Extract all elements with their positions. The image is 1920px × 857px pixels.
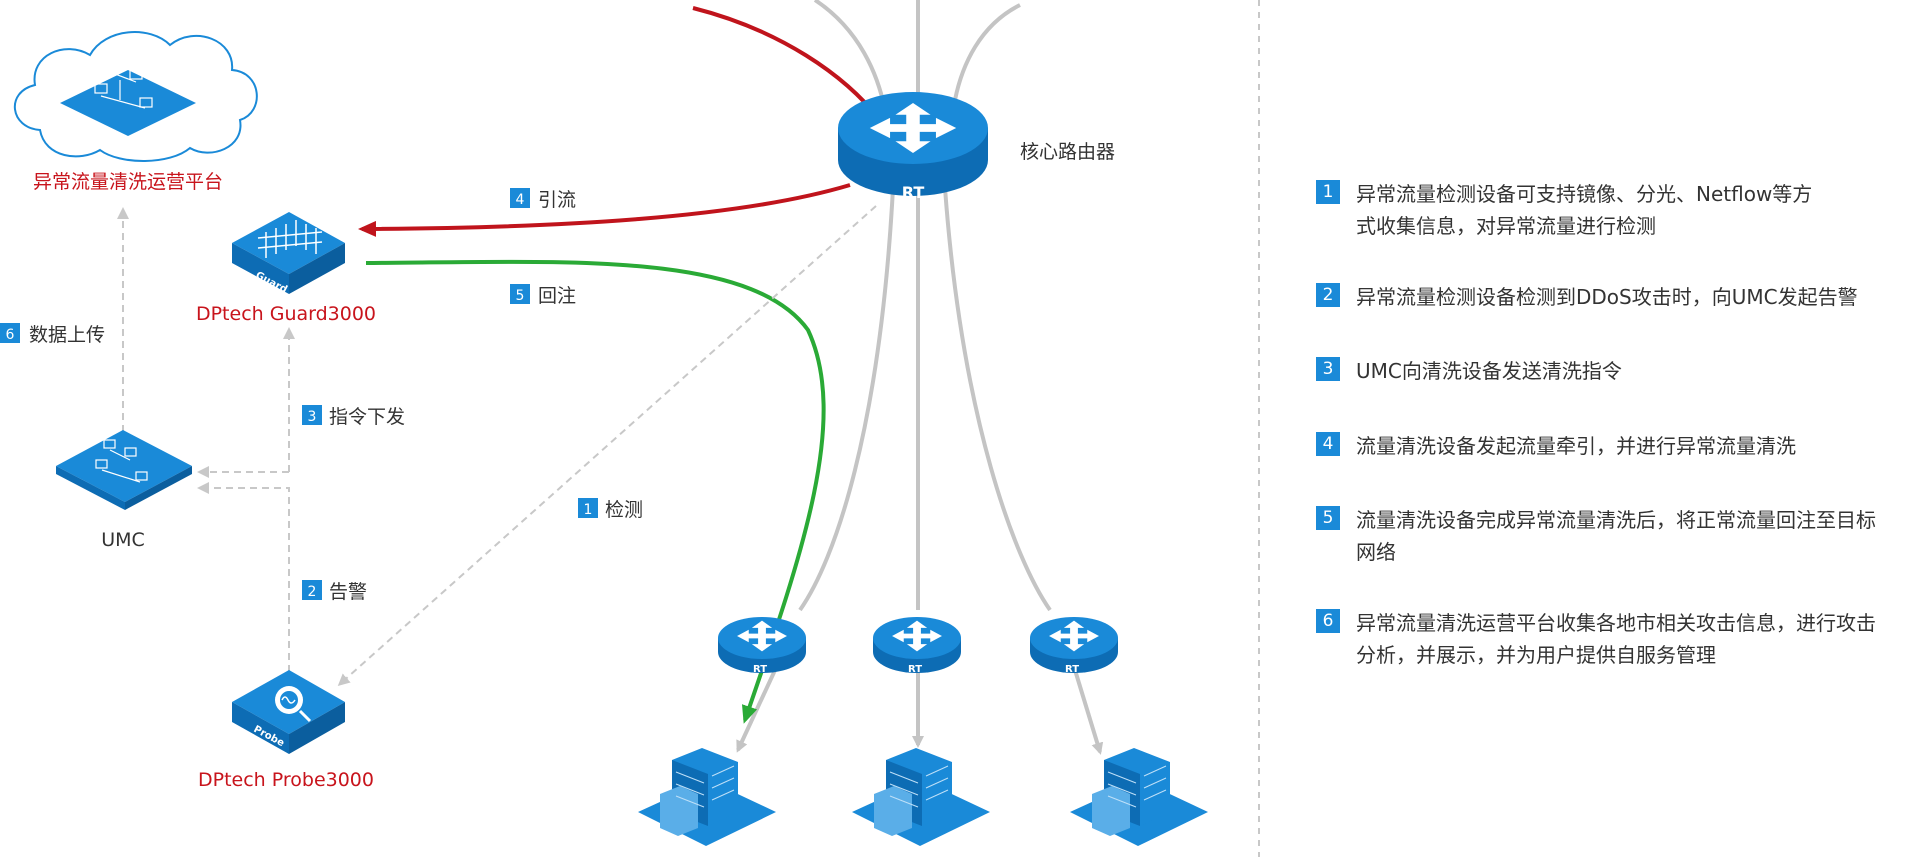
core-router-icon: RT <box>838 92 988 202</box>
core-router-rt-label: RT <box>902 183 925 202</box>
legend-number-3: 3 <box>1316 357 1340 381</box>
step-6-label: 数据上传 <box>29 324 105 346</box>
probe-label: DPtech Probe3000 <box>198 769 374 791</box>
umc-icon <box>56 430 192 510</box>
svg-text:1: 1 <box>584 502 593 518</box>
legend-number-4: 4 <box>1316 432 1340 456</box>
platform-label: 异常流量清洗运营平台 <box>33 171 223 193</box>
access-router-right-icon: RT <box>1030 617 1118 675</box>
detection-arrow <box>337 205 877 686</box>
access-router-middle-rt-label: RT <box>908 664 922 675</box>
access-router-left-rt-label: RT <box>753 664 767 675</box>
svg-text:5: 5 <box>516 288 525 304</box>
step-5-label: 回注 <box>538 285 576 307</box>
legend-number-2: 2 <box>1316 283 1340 307</box>
probe-icon: Probe <box>232 670 345 754</box>
step-6-badge: 6 数据上传 <box>0 323 105 346</box>
svg-text:6: 6 <box>6 327 15 343</box>
alarm-arrow <box>197 482 290 672</box>
reinjection-arrow <box>365 259 826 724</box>
legend-text-1: 异常流量检测设备可支持镜像、分光、Netflow等方 式收集信息，对异常流量进行… <box>1356 182 1813 238</box>
guard-label: DPtech Guard3000 <box>196 303 376 325</box>
access-router-right-rt-label: RT <box>1065 664 1079 675</box>
core-router-label: 核心路由器 <box>1020 141 1115 163</box>
legend-text-6: 异常流量清洗运营平台收集各地市相关攻击信息，进行攻击 分析，并展示，并为用户提供… <box>1356 611 1876 667</box>
legend-text-3: UMC向清洗设备发送清洗指令 <box>1356 359 1622 383</box>
step-2-badge: 2 告警 <box>302 580 367 603</box>
svg-text:3: 3 <box>308 409 317 425</box>
guard-icon: Guard <box>232 212 345 296</box>
legend-text-4: 流量清洗设备发起流量牵引，并进行异常流量清洗 <box>1356 434 1796 458</box>
step-1-badge: 1 检测 <box>578 498 643 521</box>
legend-text-2: 异常流量检测设备检测到DDoS攻击时，向UMC发起告警 <box>1356 285 1858 309</box>
access-router-left-icon: RT <box>718 617 806 675</box>
datacenter-left-icon <box>638 748 776 846</box>
legend-number-5: 5 <box>1316 506 1340 530</box>
step-3-badge: 3 指令下发 <box>302 405 405 428</box>
step-4-label: 引流 <box>538 189 576 211</box>
step-4-badge: 4 引流 <box>510 188 576 211</box>
steps-legend: 1 异常流量检测设备可支持镜像、分光、Netflow等方 式收集信息，对异常流量… <box>1316 0 1920 857</box>
legend-text-5: 流量清洗设备完成异常流量清洗后，将正常流量回注至目标 网络 <box>1356 508 1876 564</box>
legend-number-1: 1 <box>1316 180 1340 204</box>
legend-number-6: 6 <box>1316 609 1340 633</box>
datacenter-middle-icon <box>852 748 990 846</box>
platform-cloud-icon <box>14 31 258 162</box>
attack-inflow-line <box>692 6 882 122</box>
step-5-badge: 5 回注 <box>510 284 576 307</box>
svg-text:2: 2 <box>308 584 317 600</box>
step-3-label: 指令下发 <box>329 406 405 428</box>
step-1-label: 检测 <box>605 499 643 521</box>
step-2-label: 告警 <box>329 581 367 603</box>
svg-text:4: 4 <box>516 192 525 208</box>
umc-label: UMC <box>101 529 145 551</box>
diversion-arrow <box>358 183 851 237</box>
access-router-middle-icon: RT <box>873 617 961 675</box>
datacenter-right-icon <box>1070 748 1208 846</box>
